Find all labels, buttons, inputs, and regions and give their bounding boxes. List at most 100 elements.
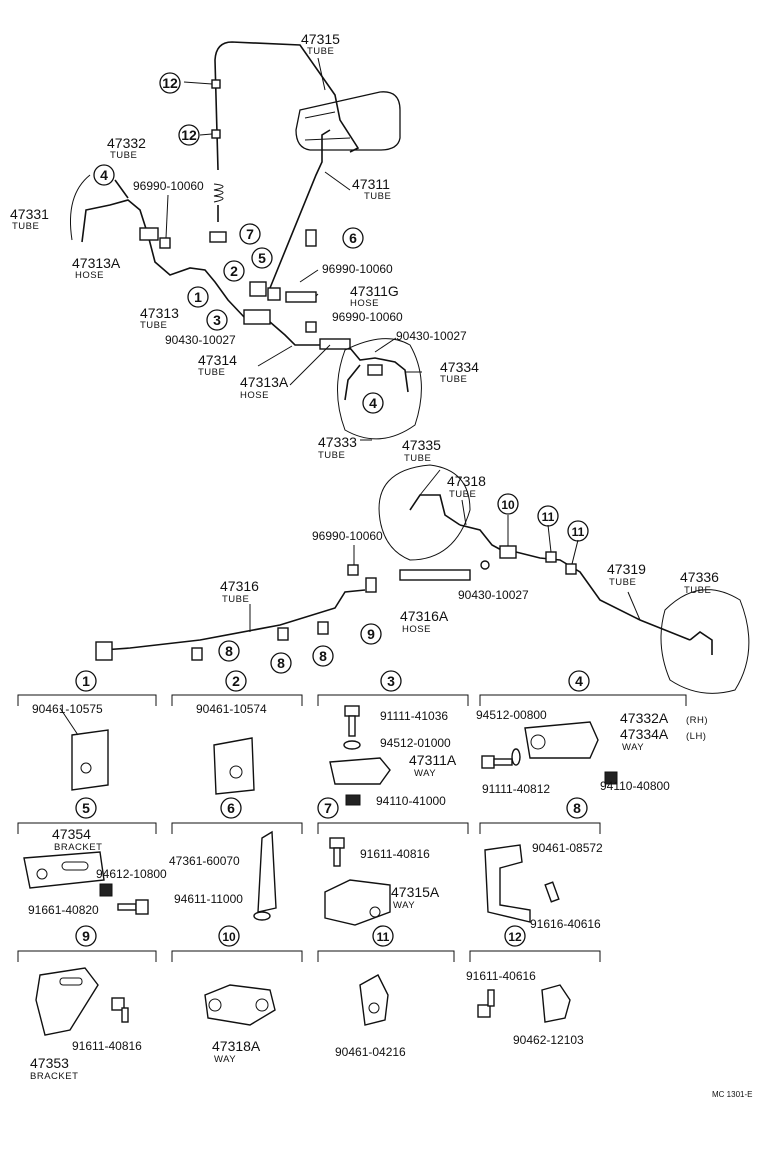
label-96990-d: 96990-10060 xyxy=(312,529,383,543)
detail-1-part: 90461-10575 xyxy=(32,702,103,716)
detail-8-part: 90461-08572 xyxy=(532,841,603,855)
callout-12-a: 12 xyxy=(162,75,178,91)
detail-2-bracket xyxy=(171,694,303,706)
left-rear-drum xyxy=(378,464,471,561)
part-labels: 47315 TUBE 47311 TUBE 47332 TUBE 96990-1… xyxy=(10,31,719,635)
label-47334: 47334 xyxy=(440,359,479,375)
clip-8-c xyxy=(317,621,329,635)
bracket-5 xyxy=(249,281,267,297)
hose-47311G xyxy=(285,291,317,303)
tube-47318 xyxy=(459,524,506,553)
callout-4-b-circle xyxy=(362,392,384,414)
way-4-right xyxy=(367,364,383,376)
detail-3-washer-shape xyxy=(343,740,361,750)
detail-8: 8 90461-08572 91616-40616 xyxy=(479,797,603,931)
detail-1-hole xyxy=(80,762,92,774)
detail-7: 7 91611-40816 47315A WAY xyxy=(317,797,469,926)
detail-5-bracket xyxy=(17,822,157,834)
tube-47336 xyxy=(689,631,713,655)
footer-code: MC 1301-E xyxy=(712,1090,752,1099)
clip-8-b xyxy=(277,627,289,641)
label-47311G: 47311G xyxy=(350,283,399,299)
detail-8-bolt: 91616-40616 xyxy=(530,917,601,931)
detail-4-bolt-shank xyxy=(493,758,513,766)
detail-11-hole xyxy=(368,1002,380,1014)
detail-8-label: 8 xyxy=(573,800,581,816)
leader-47314 xyxy=(257,345,293,367)
callout-7-circle xyxy=(239,223,261,245)
master-cylinder-detail xyxy=(304,111,351,141)
detail-11-label: 11 xyxy=(377,930,390,944)
desc-47334: TUBE xyxy=(440,374,467,385)
detail-11-circle xyxy=(372,925,394,947)
detail-9-bolt: 91611-40816 xyxy=(72,1039,142,1053)
leader-96990-top xyxy=(165,194,169,239)
callout-2: 2 xyxy=(230,263,238,279)
detail-4-washer-shape xyxy=(511,748,521,766)
detail-7-bolt-head xyxy=(329,837,345,849)
right-front-rotor xyxy=(337,338,422,440)
detail-4-way-shape xyxy=(524,721,599,759)
label-47313: 47313 xyxy=(140,305,179,321)
detail-4-bolt-head xyxy=(481,755,495,769)
callout-8-b: 8 xyxy=(277,655,285,671)
detail-4-port xyxy=(530,734,546,750)
callout-10: 10 xyxy=(501,498,515,512)
detail-10-way: 47318A xyxy=(212,1038,261,1054)
detail-3-bolt: 91111-41036 xyxy=(380,709,448,723)
leader-47313A-mid xyxy=(289,344,331,386)
clip-12-lower xyxy=(211,129,221,139)
gasket-90430-c xyxy=(480,560,490,570)
tube-47334 xyxy=(349,347,409,393)
desc-47336: TUBE xyxy=(684,585,711,596)
detail-6-label: 6 xyxy=(227,800,235,816)
detail-5-hole xyxy=(36,868,48,880)
detail-12-clip xyxy=(541,984,571,1023)
hose-47313A-top xyxy=(139,227,159,241)
label-90430-b: 90430-10027 xyxy=(396,329,467,343)
desc-47332: TUBE xyxy=(110,150,137,161)
detail-3-label: 3 xyxy=(387,673,395,689)
detail-9-slot xyxy=(59,977,83,986)
callout-9: 9 xyxy=(367,626,375,642)
desc-47313A-top: HOSE xyxy=(75,270,104,281)
label-47313A-mid: 47313A xyxy=(240,374,289,390)
detail-5-bolt: 91661-40820 xyxy=(28,903,99,917)
clip-96990-top xyxy=(159,237,171,249)
callout-11-b-circle xyxy=(567,520,589,542)
tube-47313 xyxy=(147,234,246,319)
desc-47335: TUBE xyxy=(404,453,431,464)
callout-6-circle xyxy=(342,227,364,249)
detail-4-washer: 94512-00800 xyxy=(476,708,547,722)
callout-11-a-circle xyxy=(537,505,559,527)
tube-47314 xyxy=(269,321,320,346)
detail-2-hole xyxy=(229,765,243,779)
detail-7-bolt: 91611-40816 xyxy=(360,847,430,861)
detail-9-bracket xyxy=(17,950,157,962)
leader-96990-b xyxy=(299,269,319,283)
detail-5-bolt-shank xyxy=(117,903,137,911)
detail-3-circle xyxy=(380,670,402,692)
detail-5-bracket-desc: BRACKET xyxy=(54,842,102,853)
detail-5-circle xyxy=(75,797,97,819)
detail-2: 2 90461-10574 xyxy=(171,670,303,795)
clip-96990-c xyxy=(305,321,317,333)
callout-12-b-circle xyxy=(178,124,200,146)
detail-2-label: 2 xyxy=(232,673,240,689)
desc-47333: TUBE xyxy=(318,450,345,461)
desc-47319: TUBE xyxy=(609,577,636,588)
desc-47316: TUBE xyxy=(222,594,249,605)
leader-11-b xyxy=(571,539,579,565)
callout-8-a: 8 xyxy=(225,643,233,659)
detail-8-clip xyxy=(484,844,531,923)
tube-47319 xyxy=(515,551,691,641)
detail-12-bolt: 91611-40616 xyxy=(466,969,536,983)
desc-47331: TUBE xyxy=(12,221,39,232)
clip-11-b xyxy=(565,563,577,575)
detail-8-circle xyxy=(566,797,588,819)
detail-9-bracket-num: 47353 xyxy=(30,1055,69,1071)
detail-7-way-desc: WAY xyxy=(393,900,415,911)
detail-10-port-a xyxy=(208,998,222,1012)
leader-12-upper xyxy=(183,81,213,85)
